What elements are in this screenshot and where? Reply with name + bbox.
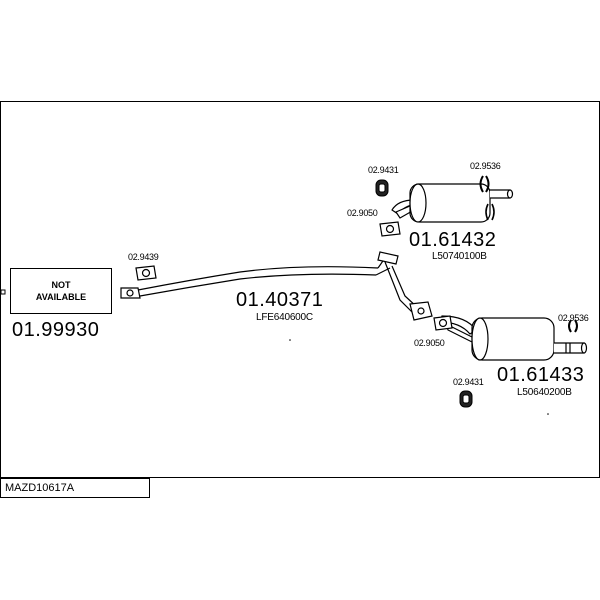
accessory-rubber-lower: 02.9431 (453, 377, 484, 387)
part-number-front-pipe: 01.99930 (12, 319, 100, 341)
clamp-upper-icon (479, 175, 495, 221)
oem-number-muffler-upper: L50740100B (432, 251, 487, 262)
accessory-clamp-upper: 02.9536 (470, 161, 501, 171)
dot (289, 339, 291, 341)
not-available-line1: NOT (51, 280, 71, 290)
accessory-rubber-upper: 02.9431 (368, 165, 399, 175)
accessory-gasket-lower: 02.9050 (414, 338, 445, 348)
rubber-mount-lower-icon (459, 390, 473, 408)
oem-number-centre-pipe: LFE640600C (256, 312, 313, 323)
oem-number-muffler-lower: L50640200B (517, 387, 572, 398)
centre-outlet-flange (409, 301, 433, 321)
rubber-mount-upper-icon (375, 179, 389, 197)
y-pipe-flange (377, 251, 399, 265)
part-number-muffler-lower: 01.61433 (497, 364, 585, 386)
part-number-centre-pipe: 01.40371 (236, 289, 324, 311)
rear-muffler-upper (391, 183, 514, 223)
not-available-line2: AVAILABLE (35, 292, 87, 302)
front-flange (120, 287, 141, 299)
gasket-upper-icon (379, 221, 401, 237)
accessory-gasket-front: 02.9439 (128, 252, 159, 262)
clamp-lower-icon (568, 319, 578, 333)
part-number-muffler-upper: 01.61432 (409, 229, 497, 251)
gasket-front-icon (135, 265, 157, 281)
accessory-gasket-upper: 02.9050 (347, 208, 378, 218)
accessory-clamp-lower: 02.9536 (558, 313, 589, 323)
model-code-box: MAZD10617A (0, 478, 150, 498)
rear-muffler-lower (439, 315, 588, 361)
left-edge-marker (0, 289, 6, 295)
dot (547, 413, 549, 415)
not-available-box: NOT AVAILABLE (10, 268, 112, 314)
model-code: MAZD10617A (5, 482, 75, 494)
gasket-lower-icon (433, 315, 453, 331)
